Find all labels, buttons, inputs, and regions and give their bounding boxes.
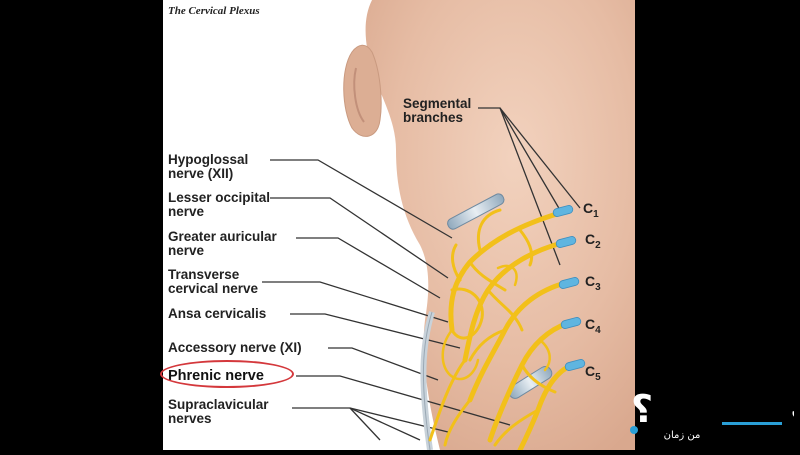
ear (343, 44, 382, 137)
root-label-c4: C4 (585, 316, 601, 336)
label-supraclavicular-nerves: Supraclavicular nerves (168, 397, 269, 426)
label-hypoglossal-nerve: Hypoglossal nerve (XII) (168, 152, 249, 181)
figure-caption: The Cervical Plexus (168, 5, 260, 17)
svg-text:من زمان: من زمان (664, 430, 701, 441)
svg-text:وينـك: وينـك (790, 386, 794, 427)
label-segmental-branches: Segmental branches (403, 96, 472, 125)
label-greater-auricular-nerve: Greater auricular nerve (168, 229, 277, 258)
nerve-plexus (428, 208, 575, 453)
spinal-root-stubs (552, 205, 586, 371)
root-label-c3: C3 (585, 273, 601, 293)
root-label-c5: C5 (585, 363, 601, 383)
svg-text:؟: ؟ (631, 387, 653, 431)
label-transverse-cervical-nerve: Transverse cervical nerve (168, 267, 259, 296)
root-label-c2: C2 (585, 231, 601, 251)
label-ansa-cervicalis: Ansa cervicalis (168, 306, 267, 321)
label-lesser-occipital-nerve: Lesser occipital nerve (168, 190, 271, 219)
leader-lines (262, 107, 581, 441)
root-label-c1: C1 (583, 200, 599, 220)
label-accessory-nerve: Accessory nerve (XI) (168, 340, 302, 355)
head-neck-skin (365, 0, 635, 450)
phrenic-highlight-oval (160, 360, 294, 388)
watermark-logo: وينـك ؟ من زمان (630, 386, 794, 441)
